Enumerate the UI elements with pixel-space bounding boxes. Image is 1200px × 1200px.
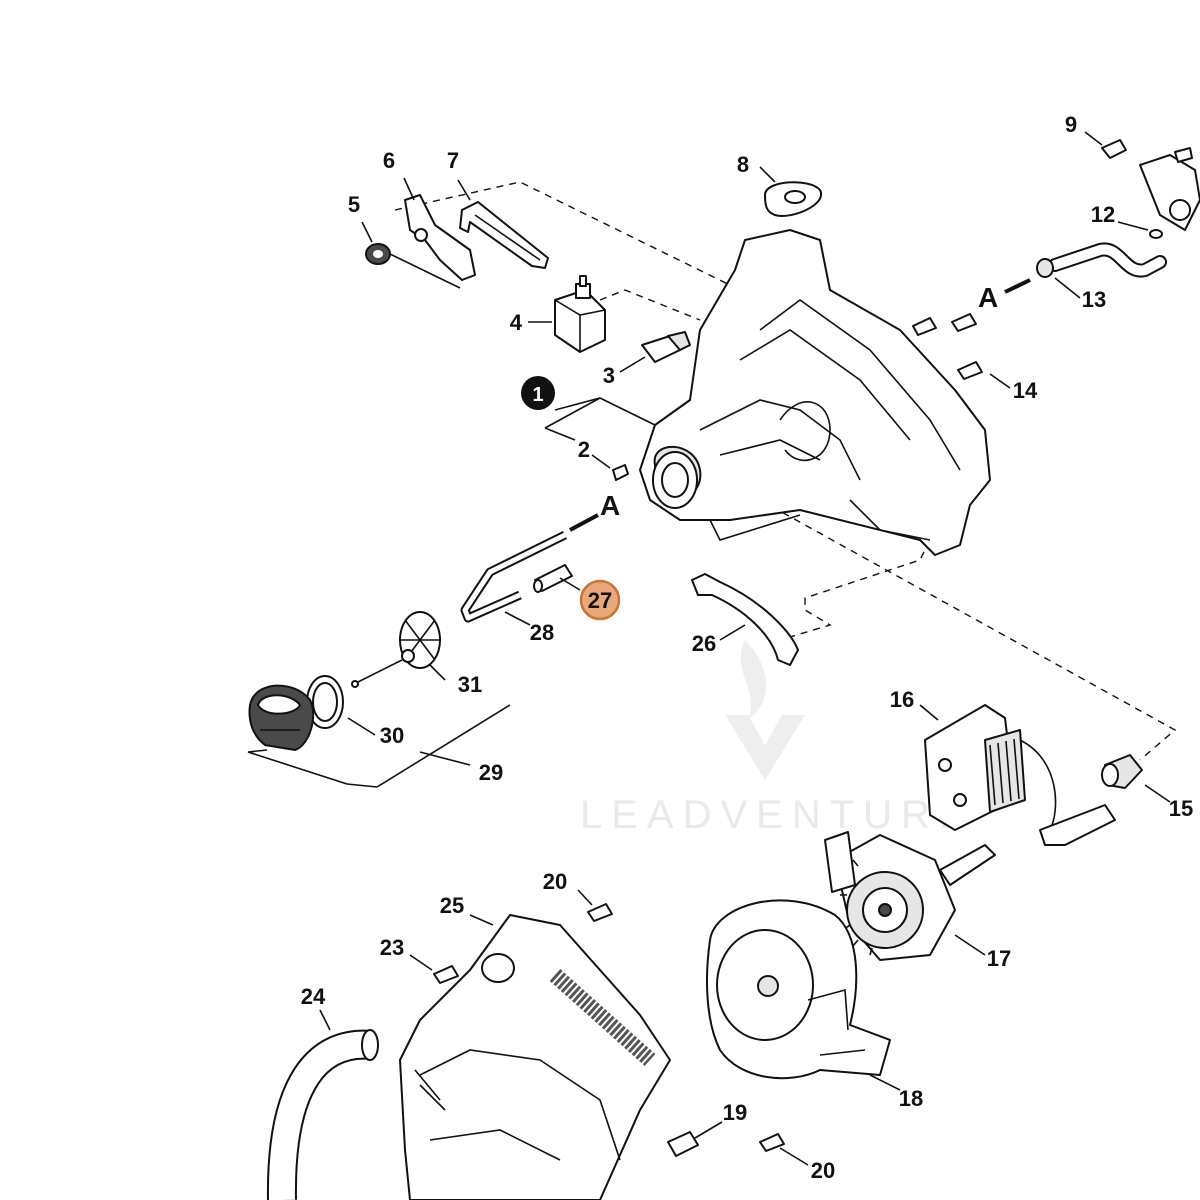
plug-part-3 (641, 331, 691, 363)
callout-31: 31 (458, 672, 482, 697)
callout-2: 2 (578, 437, 590, 462)
motor-part-17 (824, 831, 996, 961)
bar-part-7 (459, 201, 549, 269)
callout-20-bottom: 20 (811, 1158, 835, 1183)
screw-part-23 (433, 965, 459, 984)
callout-3: 3 (603, 363, 615, 388)
screw-part-20-bottom (759, 1133, 785, 1152)
cap-part-29 (248, 684, 315, 752)
callout-30: 30 (380, 723, 404, 748)
block-part-4 (554, 275, 606, 353)
callout-24: 24 (301, 984, 326, 1009)
cap-part-8 (764, 181, 823, 217)
callout-16: 16 (890, 687, 914, 712)
callout-5: 5 (348, 192, 360, 217)
tube-part-28 (460, 530, 567, 623)
callout-6: 6 (383, 148, 395, 173)
filter-part-31 (351, 611, 441, 688)
watermark: LEADVENTURE (580, 640, 975, 837)
callout-labels: 2 3 4 5 6 7 8 9 12 13 14 15 16 17 18 19 … (301, 112, 1193, 1183)
watermark-text: LEADVENTURE (580, 793, 975, 837)
callout-12: 12 (1091, 202, 1115, 227)
marker-a-left: A (600, 490, 620, 521)
clip-part-9 (1101, 139, 1127, 159)
screws-part-14 (912, 313, 983, 380)
callout-28: 28 (530, 620, 554, 645)
module-part-16 (924, 704, 1116, 846)
grommet-part-15 (1101, 754, 1143, 789)
screw-part-20-top (587, 903, 613, 922)
callout-9: 9 (1065, 112, 1077, 137)
pump-assembly (1139, 147, 1200, 231)
marker-a-top: A (978, 282, 998, 313)
callout-14: 14 (1013, 378, 1038, 403)
callout-17: 17 (987, 946, 1011, 971)
hose-part-13 (1036, 242, 1167, 278)
callout-15: 15 (1169, 796, 1193, 821)
callout-13: 13 (1082, 287, 1106, 312)
spring-part-5 (365, 243, 461, 289)
oring-part-12 (1149, 229, 1163, 239)
oring-part-30 (306, 675, 344, 729)
callout-20-top: 20 (543, 869, 567, 894)
callout-23: 23 (380, 935, 404, 960)
leader-lines (247, 131, 1171, 1166)
clip-part-19 (667, 1131, 699, 1157)
screw-part-2 (612, 464, 629, 481)
callout-8: 8 (737, 152, 749, 177)
callout-19: 19 (723, 1100, 747, 1125)
callout-7: 7 (447, 148, 459, 173)
lower-housing-part-25 (399, 914, 671, 1200)
callout-27-highlight[interactable]: 27 (579, 579, 621, 621)
callout-4: 4 (510, 310, 523, 335)
fitting-part-27 (533, 564, 573, 593)
lever-part-6 (404, 194, 476, 281)
callout-18: 18 (899, 1086, 923, 1111)
bracket-part-26 (691, 573, 799, 666)
callout-26: 26 (692, 631, 716, 656)
callout-27-label: 27 (588, 588, 612, 613)
fan-housing-part-18 (706, 899, 891, 1080)
callout-25: 25 (440, 893, 464, 918)
callout-29: 29 (479, 760, 503, 785)
housing-part-1 (639, 229, 991, 556)
hose-part-24 (266, 1029, 379, 1200)
callout-1-label: 1 (532, 384, 543, 406)
callout-1: 1 (521, 376, 555, 410)
